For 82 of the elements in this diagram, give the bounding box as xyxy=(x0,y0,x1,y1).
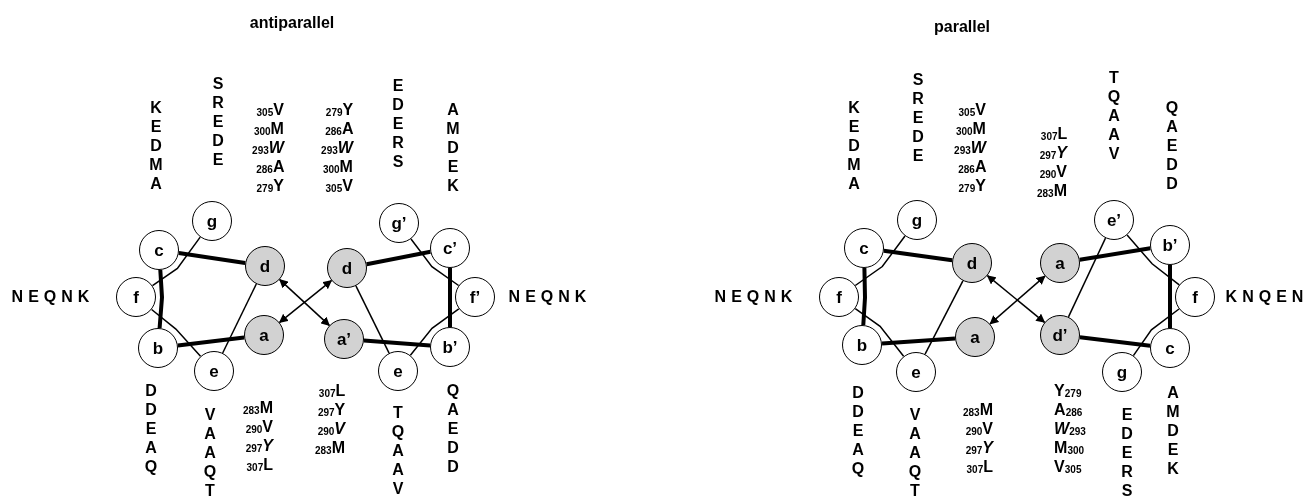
heptad-position-circle: e xyxy=(378,351,418,391)
heptad-position-circle: b’ xyxy=(1150,225,1190,265)
wheel-connector-line xyxy=(1067,237,1107,318)
residue-column: V A A Q T xyxy=(908,405,922,499)
residue-column: K E D M A xyxy=(847,98,861,193)
heptad-position-circle: d’ xyxy=(1040,315,1080,355)
heptad-position-circle: a xyxy=(1040,243,1080,283)
residue-column: A M D E K xyxy=(446,100,460,195)
panel-title: parallel xyxy=(934,18,990,36)
heptad-position-circle: f xyxy=(1175,277,1215,317)
wheel-connector-line xyxy=(854,235,906,287)
residue-column: D D E A Q xyxy=(144,381,158,476)
wheel-connector-line xyxy=(448,268,452,327)
heptad-position-circle: f xyxy=(116,277,156,317)
residue-column: $_{305}$V $_{300}$M $_{293}$W $_{286}$A $_{279}$Y xyxy=(252,100,284,195)
heptad-position-circle: a xyxy=(955,317,995,357)
heptad-position-circle: a xyxy=(244,315,284,355)
wheel-connector-line xyxy=(861,267,867,326)
heptad-position-circle: g’ xyxy=(379,203,419,243)
residue-column: Y$_{279}$ A$_{286}$ W$_{293}$ M$_{300}$ V$_{305}$ xyxy=(1054,381,1086,476)
heptad-position-circle: c’ xyxy=(430,228,470,268)
residue-row: NEQNK xyxy=(508,288,592,306)
heptad-position-circle: e’ xyxy=(1094,200,1134,240)
residue-column: $_{307}$L $_{297}$Y $_{290}$V $_{283}$M xyxy=(315,381,345,457)
wheel-connector-line xyxy=(1126,234,1180,286)
heptad-position-circle: g xyxy=(192,201,232,241)
residue-row: NEQNK xyxy=(714,288,798,306)
residue-column: $_{279}$Y $_{286}$A $_{293}$W $_{300}$M $_{305}$V xyxy=(321,100,353,195)
residue-column: $_{307}$L $_{297}$Y $_{290}$V $_{283}$M xyxy=(1037,124,1067,200)
residue-column: T Q A A V xyxy=(391,403,405,498)
heptad-position-circle: g xyxy=(1102,352,1142,392)
residue-row: NEQNK xyxy=(11,288,95,306)
heptad-position-circle: b xyxy=(138,328,178,368)
heptad-position-circle: e xyxy=(896,352,936,392)
residue-column: S R E D E xyxy=(912,70,924,165)
heptad-position-circle: e xyxy=(194,351,234,391)
wheel-connector-line xyxy=(924,280,964,355)
heptad-position-circle: a’ xyxy=(324,319,364,359)
wheel-connector-line xyxy=(881,336,956,346)
residue-column: E D E R S xyxy=(392,76,404,171)
heptad-position-circle: c xyxy=(1150,328,1190,368)
wheel-connector-line xyxy=(157,269,164,329)
wheel-connector-line xyxy=(1132,308,1180,357)
residue-column: A M D E K xyxy=(1166,383,1180,478)
residue-column: $_{283}$M $_{290}$V $_{297}$Y $_{307}$L xyxy=(963,400,993,476)
residue-column: Q A E D D xyxy=(446,381,460,476)
residue-column: D D E A Q xyxy=(851,383,865,478)
heptad-position-circle: f’ xyxy=(455,277,495,317)
residue-column: $_{283}$M $_{290}$V $_{297}$Y $_{307}$L xyxy=(243,398,273,474)
wheel-connector-line xyxy=(366,249,431,267)
wheel-connector-line xyxy=(883,248,953,263)
wheel-connector-line xyxy=(177,335,245,348)
heptad-position-circle: c xyxy=(844,228,884,268)
residue-row: KNQEN xyxy=(1225,288,1309,306)
heptad-position-circle: d xyxy=(245,246,285,286)
heptad-position-circle: d xyxy=(327,248,367,288)
wheel-connector-line xyxy=(410,238,460,287)
wheel-connector-line xyxy=(1079,335,1151,348)
residue-column: T Q A A V xyxy=(1107,68,1121,163)
residue-column: E D E R S xyxy=(1121,405,1133,499)
heptad-position-circle: d xyxy=(952,243,992,283)
wheel-connector-line xyxy=(854,307,905,358)
heptad-position-circle: f xyxy=(819,277,859,317)
heptad-position-circle: b xyxy=(842,325,882,365)
wheel-connector-line xyxy=(221,283,258,354)
wheel-connector-line xyxy=(1079,246,1151,262)
wheel-connector-line xyxy=(1168,265,1172,328)
wheel-connector-line xyxy=(151,236,201,287)
panel-title: antiparallel xyxy=(249,14,335,32)
wheel-connector-line xyxy=(150,308,202,357)
wheel-connector-line xyxy=(363,338,431,348)
wheel-connector-line xyxy=(355,285,390,354)
residue-column: S R E D E xyxy=(212,74,224,169)
residue-column: K E D M A xyxy=(149,98,163,193)
residue-column: V A A Q T xyxy=(203,405,217,499)
heptad-position-circle: g xyxy=(897,200,937,240)
wheel-connector-line xyxy=(178,251,246,265)
wheel-connector-line xyxy=(409,308,460,357)
residue-column: $_{305}$V $_{300}$M $_{293}$W $_{286}$A $_{279}$Y xyxy=(954,100,986,195)
residue-column: Q A E D D xyxy=(1165,98,1179,193)
heptad-position-circle: b’ xyxy=(430,327,470,367)
heptad-position-circle: c xyxy=(139,230,179,270)
